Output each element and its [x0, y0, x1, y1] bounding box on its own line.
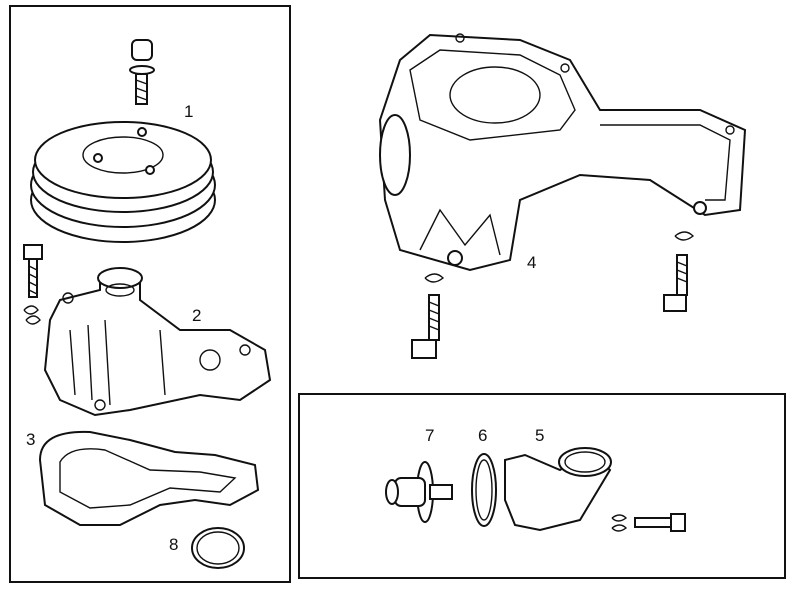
- thermostat: [385, 461, 453, 523]
- part-label-2: 2: [192, 306, 202, 325]
- part-label-3: 3: [26, 430, 36, 449]
- pump-gasket: [38, 430, 260, 526]
- housing-bolt-right: [663, 231, 695, 312]
- thermostat-cover: [504, 447, 612, 532]
- part-label-5: 5: [535, 426, 545, 445]
- water-pump: [43, 267, 272, 417]
- o-ring: [191, 527, 245, 569]
- part-label-4: 4: [527, 253, 537, 272]
- cover-bolt: [611, 513, 686, 532]
- part-label-6: 6: [478, 426, 488, 445]
- pump-bolt: [23, 244, 43, 325]
- pump-housing: [378, 33, 747, 272]
- pump-gasket-inner: [59, 448, 237, 509]
- part-label-8: 8: [169, 535, 179, 554]
- left-panel-frame: [9, 5, 291, 583]
- part-label-7: 7: [425, 426, 435, 445]
- pulley: [30, 121, 216, 243]
- pulley-bolt: [129, 39, 155, 105]
- thermostat-panel-frame: [298, 393, 786, 579]
- part-label-1: 1: [184, 102, 194, 121]
- housing-bolt-left: [411, 273, 445, 359]
